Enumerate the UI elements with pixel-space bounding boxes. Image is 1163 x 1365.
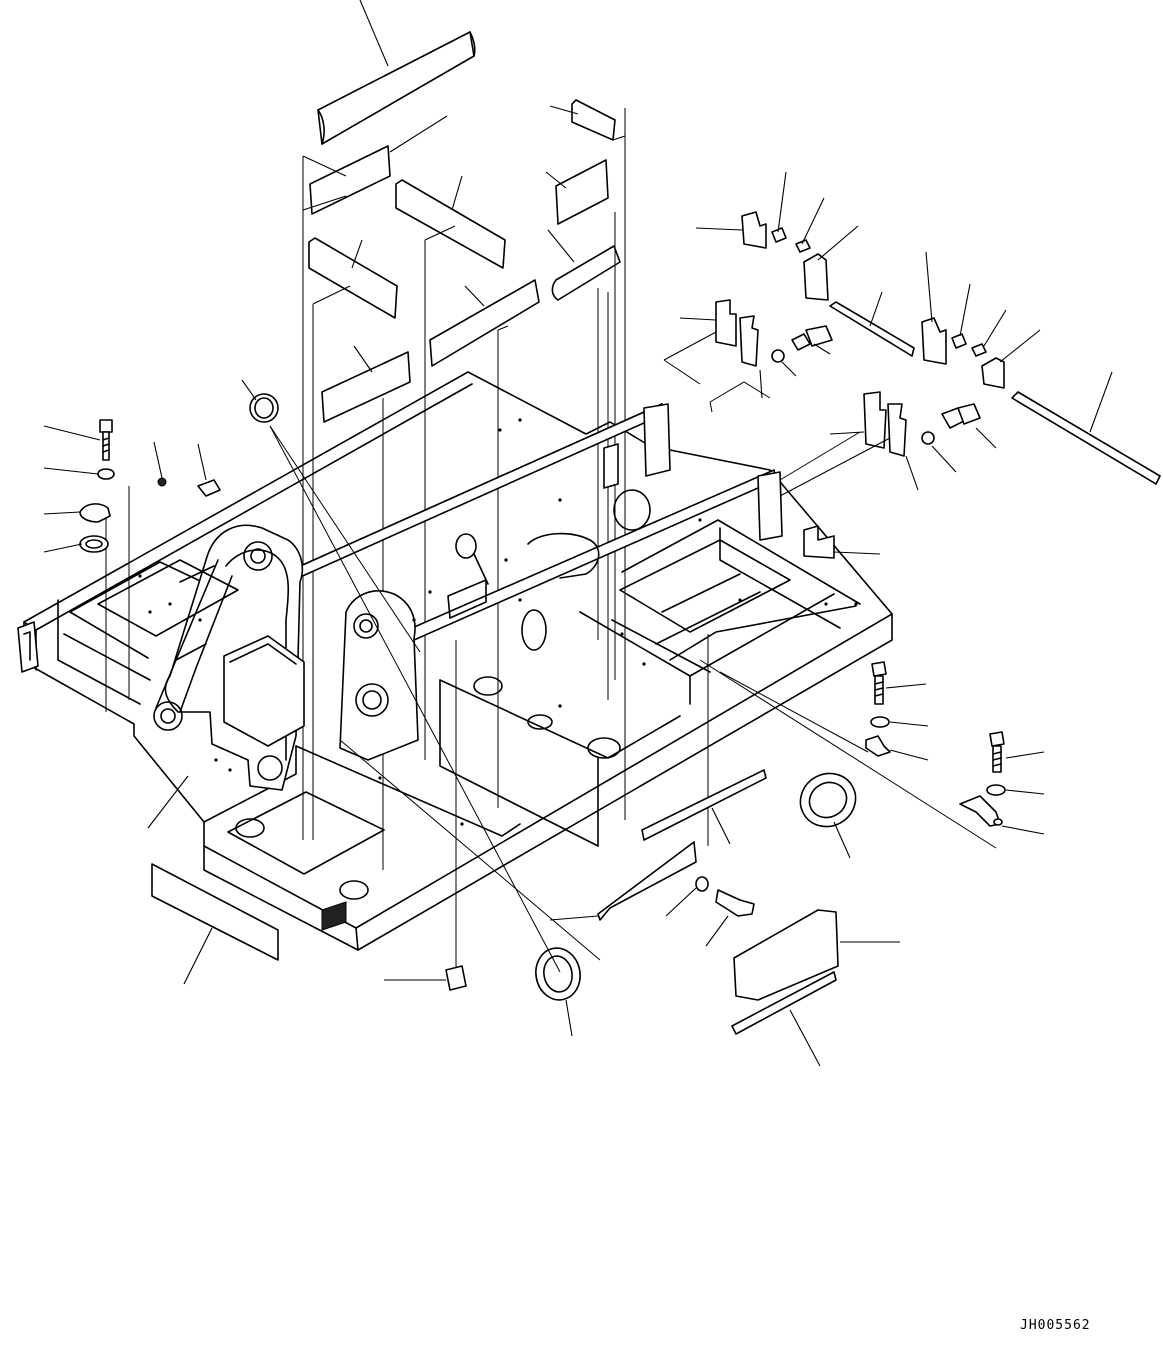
middle-right-brackets [663, 299, 997, 559]
cover-plate-c [308, 237, 398, 319]
small-plate-top [571, 99, 616, 141]
revolving-frame [17, 371, 893, 951]
left-fasteners [43, 379, 279, 829]
upper-right-brackets [695, 171, 1161, 485]
lower-right-parts [549, 659, 1045, 1067]
curved-plate-right [551, 245, 621, 301]
cover-plate-a [309, 145, 391, 215]
bottom-parts [151, 425, 601, 1037]
frame-bolt-dots [138, 418, 858, 826]
leader-lines-top [351, 0, 579, 373]
cover-plate-d [429, 279, 540, 367]
cover-plate-e [321, 351, 411, 423]
top-mat-long [317, 31, 476, 145]
small-plate-mid [555, 159, 609, 225]
cover-plate-b [395, 179, 506, 269]
drawing-code: JH005562 [1020, 1318, 1091, 1333]
